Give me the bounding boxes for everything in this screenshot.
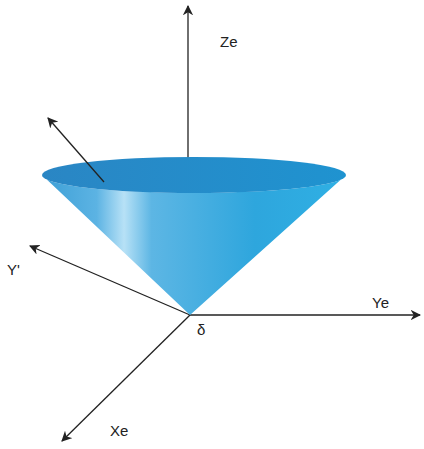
axis-label: δ — [197, 322, 205, 337]
axis-label: Ye — [372, 295, 389, 310]
axis-label: Xe — [110, 423, 128, 438]
cone-axis — [48, 118, 104, 182]
ye-axis — [190, 314, 420, 315]
axis-label: Ze — [220, 34, 238, 49]
xe-axis — [62, 315, 190, 441]
axis-label: Y' — [7, 262, 20, 277]
ze-axis — [187, 6, 188, 160]
cone-body — [42, 175, 346, 315]
